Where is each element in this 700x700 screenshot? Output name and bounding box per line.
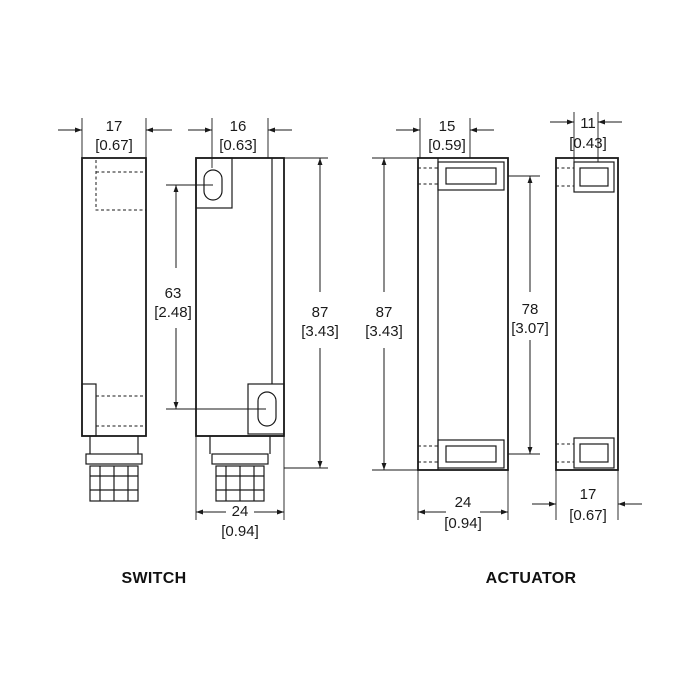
dimension-switch-front-width: 16 [0.63] (188, 118, 292, 168)
dim-value-mm: 63 (165, 285, 182, 302)
dim-value-mm: 87 (312, 304, 329, 321)
dim-value-in: [0.63] (219, 137, 257, 154)
dim-value-mm: 17 (580, 486, 597, 503)
switch-front-view (195, 157, 285, 502)
dim-value-in: [3.43] (365, 323, 403, 340)
actuator-caption: ACTUATOR (486, 570, 577, 587)
actuator-front-view (417, 157, 509, 471)
dim-value-mm: 24 (232, 503, 249, 520)
dim-value-in: [0.94] (444, 515, 482, 532)
dimension-switch-hole-spacing: 63 [2.48] (154, 184, 266, 410)
dim-value-mm: 17 (106, 118, 123, 135)
dim-value-in: [3.43] (301, 323, 339, 340)
dim-value-in: [0.59] (428, 137, 466, 154)
dimension-switch-height: 87 [3.43] (284, 157, 339, 469)
switch-caption: SWITCH (122, 570, 187, 587)
dimension-actuator-slot-width: 15 [0.59] (396, 118, 494, 158)
dim-value-mm: 11 (580, 115, 596, 132)
dim-value-mm: 24 (455, 494, 472, 511)
dim-value-in: [0.43] (569, 135, 607, 152)
dim-value-in: [3.07] (511, 320, 549, 337)
actuator-side-view (555, 157, 619, 471)
dim-value-in: [0.67] (569, 507, 607, 524)
dim-value-in: [2.48] (154, 304, 192, 321)
dim-value-in: [0.94] (221, 523, 259, 540)
dim-value-mm: 15 (439, 118, 456, 135)
dimension-actuator-side-slot: 11 [0.43] (550, 112, 622, 162)
dim-value-mm: 87 (376, 304, 393, 321)
dimension-actuator-side-width: 17 [0.67] (532, 470, 642, 524)
dimension-actuator-height: 87 [3.43] (365, 157, 418, 471)
switch-side-view (81, 157, 147, 502)
dim-value-mm: 78 (522, 301, 539, 318)
dim-value-in: [0.67] (95, 137, 133, 154)
dimension-switch-side-width: 17 [0.67] (58, 118, 172, 160)
dim-value-mm: 16 (230, 118, 247, 135)
dimension-actuator-width: 24 [0.94] (417, 470, 509, 532)
dimension-actuator-hole-spacing: 78 [3.07] (508, 175, 549, 455)
dimension-switch-base-width: 24 [0.94] (195, 436, 285, 540)
